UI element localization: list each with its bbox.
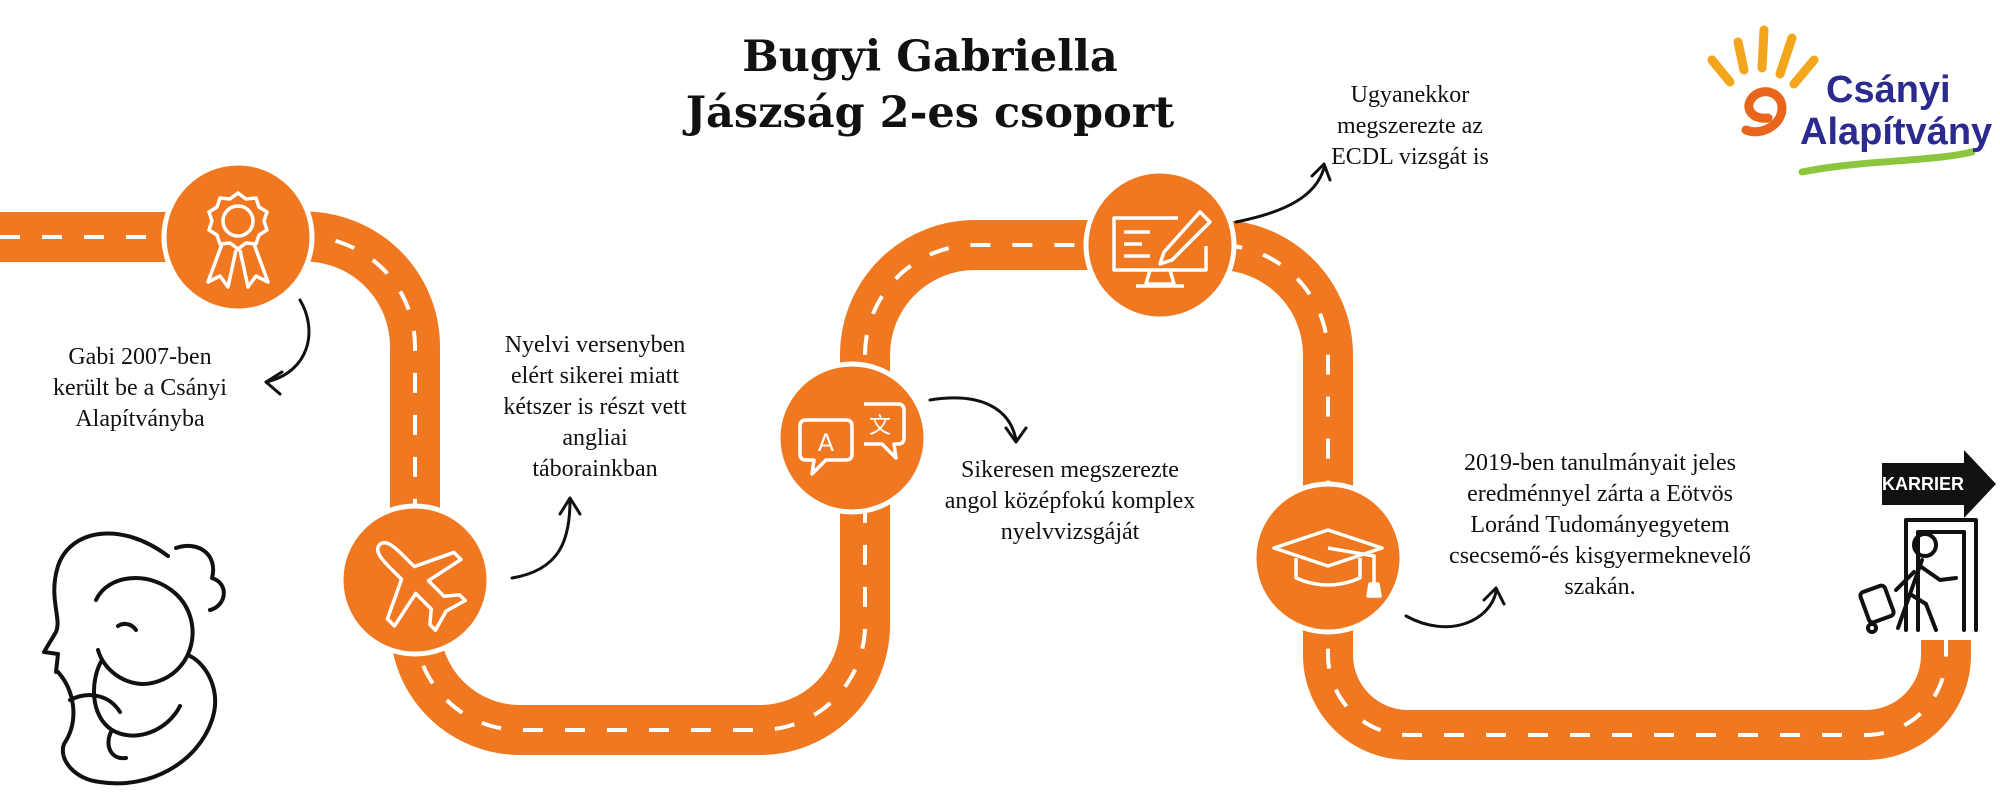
page-subtitle: Jászság 2-es csoport xyxy=(685,88,1175,138)
milestone-computer xyxy=(1083,168,1237,322)
milestone-graduation xyxy=(1251,481,1405,635)
milestone-translate: A 文 xyxy=(775,361,929,515)
award-ribbon-icon xyxy=(206,191,270,289)
page-title: Bugyi Gabriella xyxy=(742,32,1118,82)
text-line: elért sikerei miatt xyxy=(511,363,679,389)
logo-text-line1: Csányi xyxy=(1826,69,1951,111)
mother-baby-icon xyxy=(42,531,226,786)
text-line: szakán. xyxy=(1564,574,1636,600)
text-line: nyelvvizsgáját xyxy=(1000,519,1140,545)
connector-arrows xyxy=(264,162,1506,629)
milestone-text-2: Nyelvi versenyben elért sikerei miatt ké… xyxy=(460,330,730,485)
arrow-award-to-text xyxy=(264,298,311,396)
milestone-text-5: 2019-ben tanulmányait jeles eredménnyel … xyxy=(1420,448,1780,603)
milestone-text-1: Gabi 2007-ben került be a Csányi Alapítv… xyxy=(20,342,260,435)
svg-text:文: 文 xyxy=(869,414,891,439)
text-line: kétszer is részt vett xyxy=(503,394,687,420)
arrow-computer-to-text xyxy=(1234,162,1332,224)
text-line: ECDL vizsgát is xyxy=(1331,144,1489,170)
arrow-translate-to-text xyxy=(928,396,1028,444)
arrow-graduation-to-text xyxy=(1404,586,1506,629)
svg-text:A: A xyxy=(818,429,835,457)
sun-spiral-icon xyxy=(1741,87,1787,137)
text-line: csecsemő-és kisgyermeknevelő xyxy=(1449,543,1751,569)
text-line: angliai xyxy=(562,425,628,451)
milestone-text-4: Ugyanekkor megszerezte az ECDL vizsgát i… xyxy=(1300,80,1520,173)
text-line: 2019-ben tanulmányait jeles xyxy=(1464,450,1736,476)
airplane-icon xyxy=(375,540,467,632)
text-line: megszerezte az xyxy=(1337,113,1483,139)
text-line: táborainkban xyxy=(532,456,658,482)
csanyi-logo xyxy=(1707,25,1976,176)
text-line: Nyelvi versenyben xyxy=(504,332,686,358)
sun-rays-icon xyxy=(1707,25,1819,89)
computer-edit-icon xyxy=(1112,210,1212,288)
translate-speech-icon: A 文 xyxy=(798,402,906,476)
arrow-airplane-to-text xyxy=(510,496,582,580)
milestone-text-3: Sikeresen megszerezte angol középfokú ko… xyxy=(910,455,1230,548)
swoosh-icon xyxy=(1798,148,1976,176)
text-line: angol középfokú komplex xyxy=(944,488,1196,514)
text-line: került be a Csányi xyxy=(53,375,227,401)
milestone-airplane xyxy=(338,503,492,657)
exit-traveler-icon xyxy=(1858,518,1978,634)
text-line: Sikeresen megszerezte xyxy=(961,457,1179,483)
text-line: Loránd Tudományegyetem xyxy=(1470,512,1730,538)
milestone-award xyxy=(161,160,315,314)
graduation-cap-icon xyxy=(1272,528,1384,598)
text-line: Ugyanekkor xyxy=(1350,82,1470,108)
career-label: KARRIER xyxy=(1882,463,1964,505)
text-line: Gabi 2007-ben xyxy=(68,344,212,370)
logo-text-line2: Alapítvány xyxy=(1800,111,1993,153)
text-line: Alapítványba xyxy=(75,406,205,432)
text-line: eredménnyel zárta a Eötvös xyxy=(1467,481,1733,507)
